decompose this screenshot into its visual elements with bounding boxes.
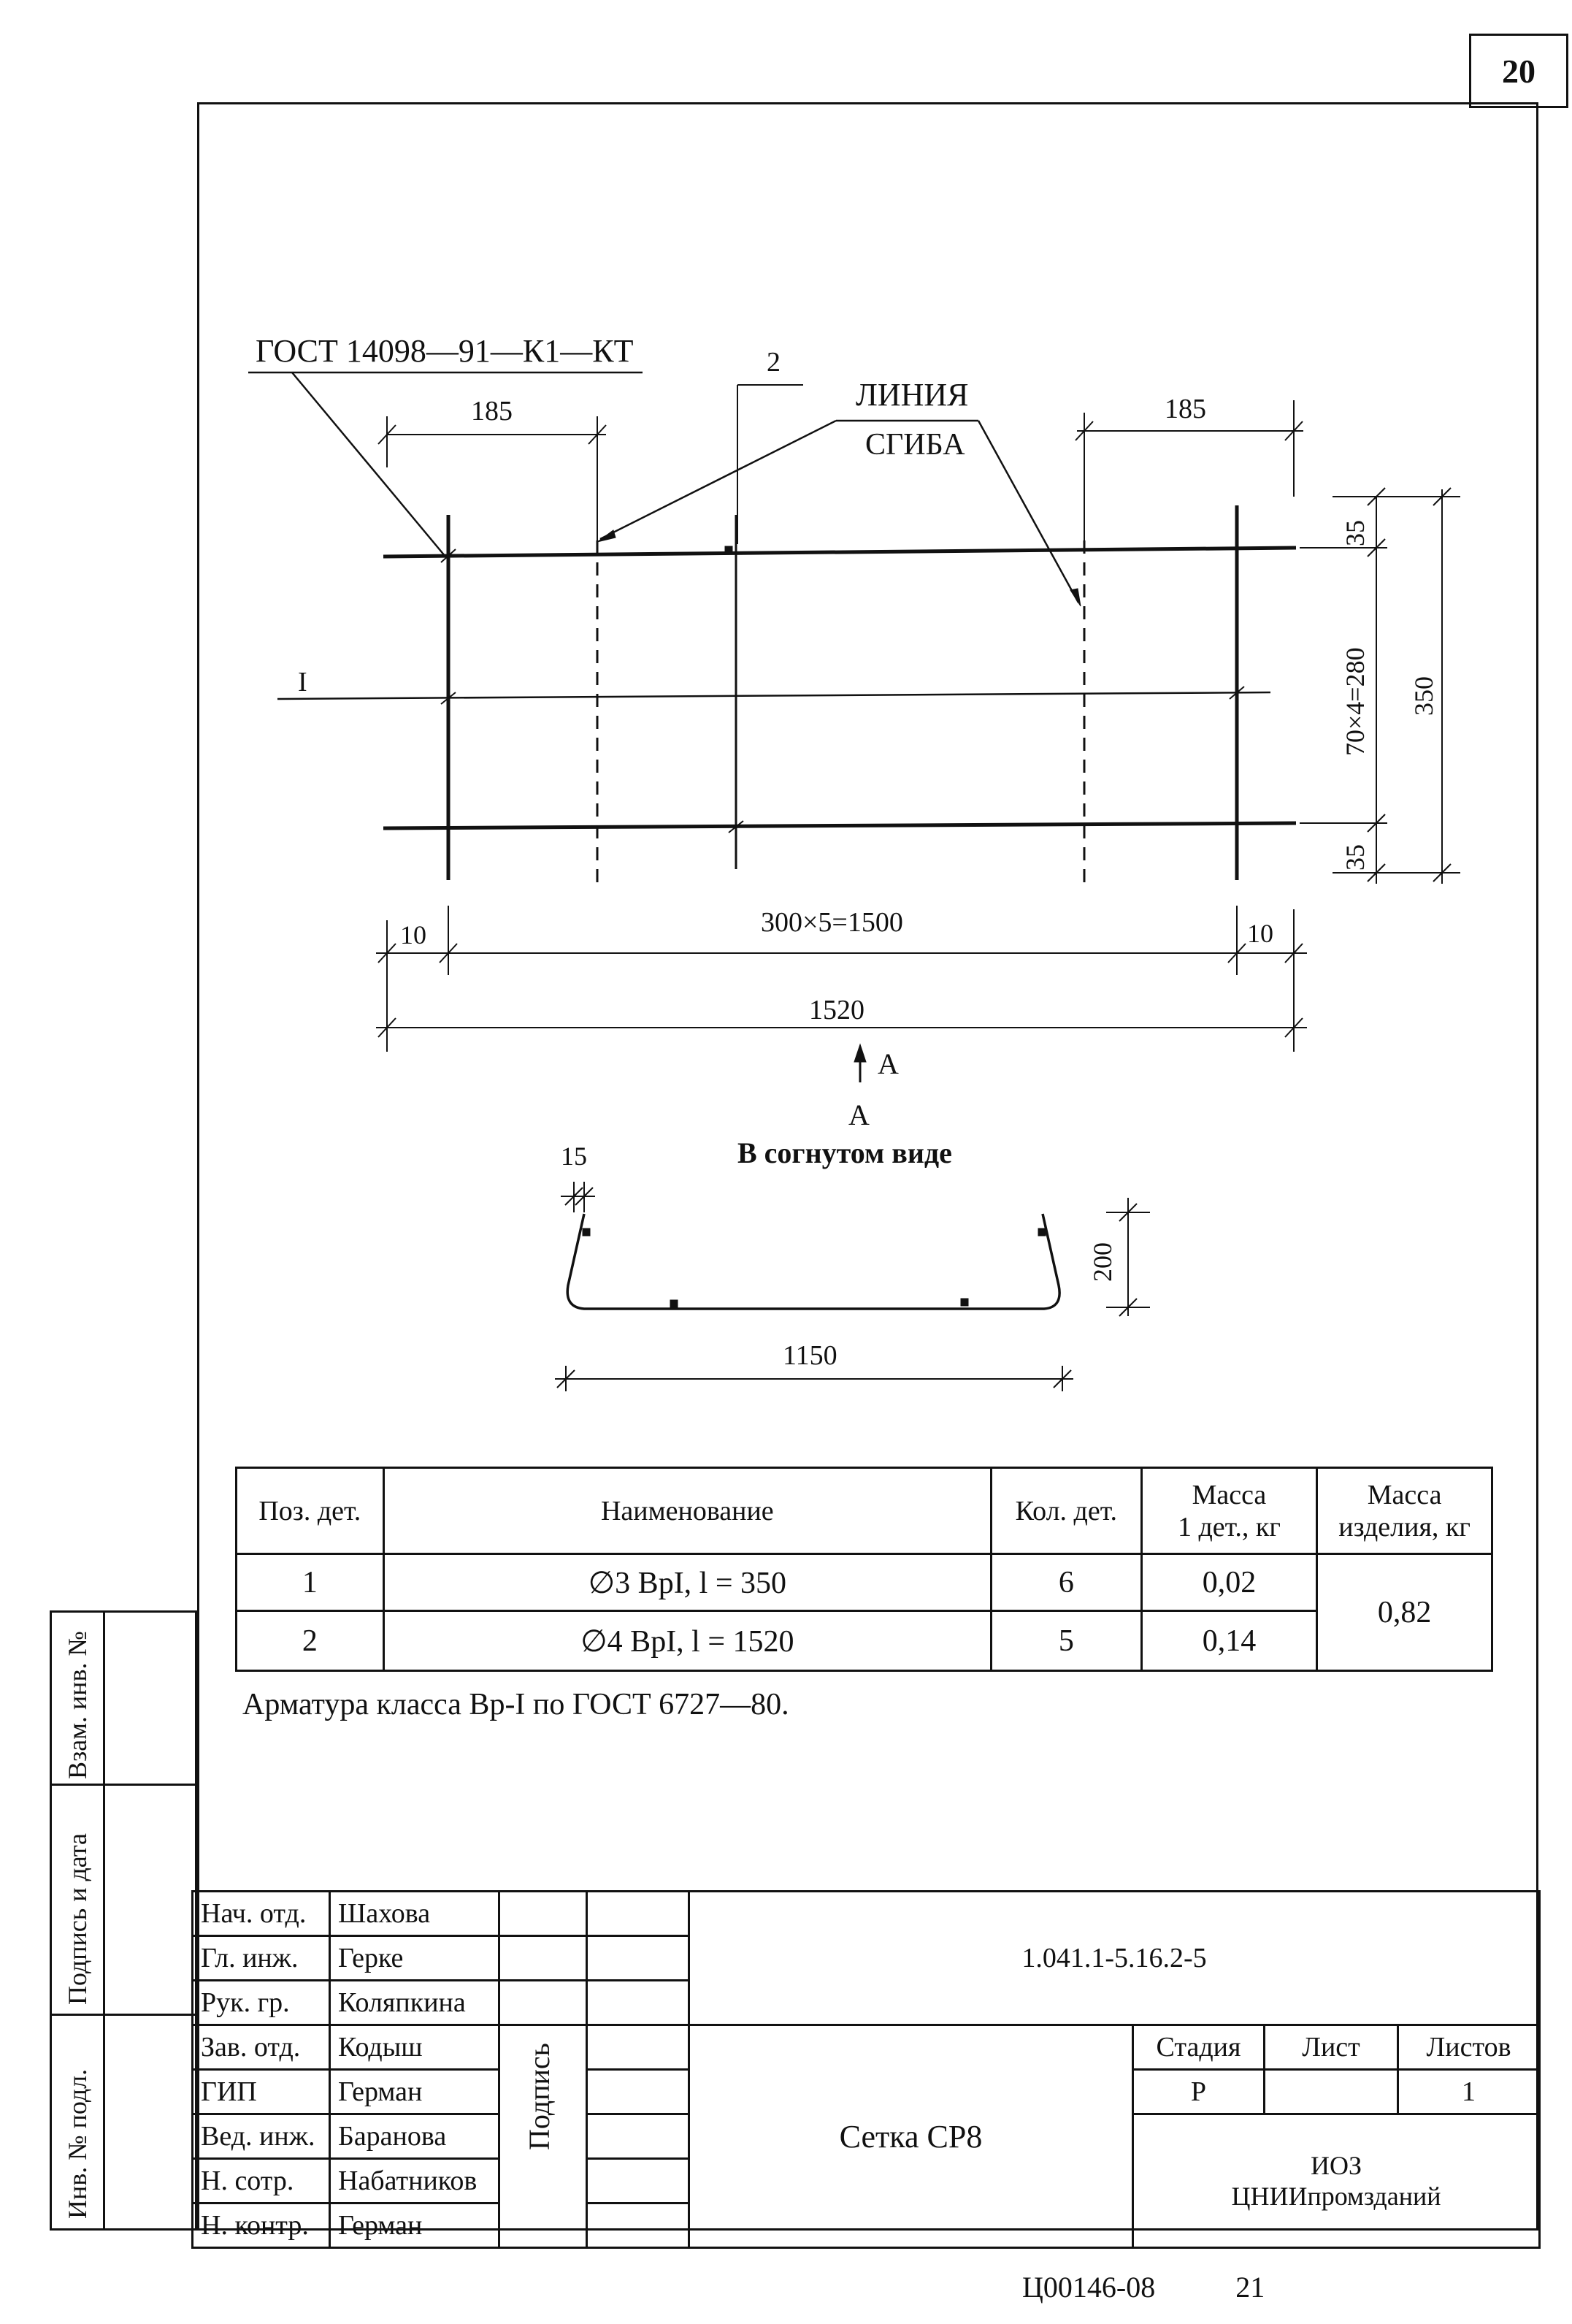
view-arrow-label: А xyxy=(878,1047,899,1080)
side-stamp-signature-date: Подпись и дата xyxy=(50,1784,197,2016)
bend-line-label-2: СГИБА xyxy=(865,428,965,462)
table-row: 2 ∅4 BpI, l = 1520 5 0,14 xyxy=(235,1610,1492,1672)
dim-35-bottom: 35 xyxy=(1341,844,1370,871)
signature-column: Подпись xyxy=(498,2024,588,2249)
weld-spec-label: ГОСТ 14098—91—К1—КТ xyxy=(256,333,634,369)
sheet-number: 20 xyxy=(1469,34,1568,108)
dim-185-left: 185 xyxy=(471,396,513,427)
dim-300x5: 300×5=1500 xyxy=(761,907,903,938)
section-letter: А xyxy=(848,1098,870,1131)
bar-middle xyxy=(277,691,1271,700)
dim-1150: 1150 xyxy=(783,1340,837,1371)
header-qty: Кол. дет. xyxy=(990,1467,1143,1555)
total-mass: 0,82 xyxy=(1316,1553,1493,1672)
bent-mesh-profile xyxy=(566,1213,1061,1310)
dim-1520: 1520 xyxy=(809,995,864,1025)
dim-10-left: 10 xyxy=(400,920,426,949)
section-title: В согнутом виде xyxy=(737,1136,952,1169)
document-code: 1.041.1-5.16.2-5 xyxy=(688,1890,1541,2026)
footer-code: Ц00146-08 xyxy=(1022,2271,1156,2304)
dim-200: 200 xyxy=(1088,1242,1117,1282)
position-1-label: I xyxy=(298,667,307,697)
dim-35-top: 35 xyxy=(1341,520,1370,546)
bend-line-label-1: ЛИНИЯ xyxy=(856,377,969,413)
position-2-label: 2 xyxy=(767,347,781,378)
table-row: 1 ∅3 BpI, l = 350 6 0,02 0,82 xyxy=(235,1553,1493,1672)
header-name: Наименование xyxy=(382,1467,993,1555)
dim-350: 350 xyxy=(1409,676,1438,716)
footer: Ц00146-08 21 xyxy=(1022,2270,1265,2304)
dim-10-right: 10 xyxy=(1247,919,1273,948)
side-stamp-inv-replace: Взам. инв. № xyxy=(50,1610,197,1786)
side-stamp-inv-original: Инв. № подл. xyxy=(50,2014,197,2231)
dim-70x4: 70×4=280 xyxy=(1341,647,1370,756)
bar-top xyxy=(383,546,1297,559)
bar-bottom xyxy=(383,821,1297,830)
title-block: Нач. отд. Шахова 1.041.1-5.16.2-5 Гл. ин… xyxy=(191,1890,1541,2249)
footer-page: 21 xyxy=(1235,2271,1265,2304)
dim-15: 15 xyxy=(561,1142,587,1171)
reinforcement-note: Арматура класса Вр-I по ГОСТ 6727—80. xyxy=(242,1688,789,1721)
dim-185-right: 185 xyxy=(1165,394,1206,424)
header-pos: Поз. дет. xyxy=(235,1467,385,1555)
drawing-title: Сетка СР8 xyxy=(688,2024,1134,2249)
